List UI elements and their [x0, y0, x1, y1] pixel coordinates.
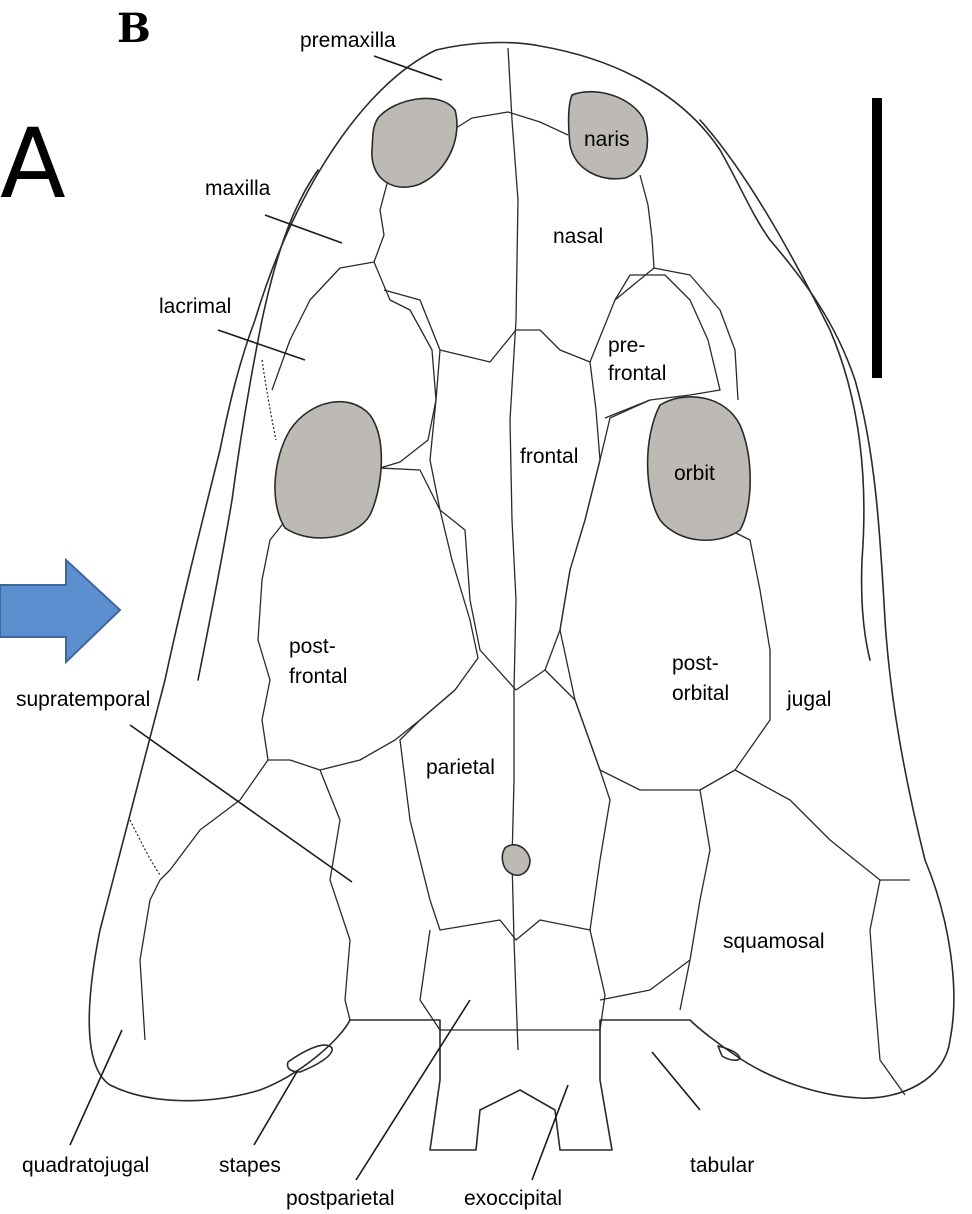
leader-maxilla — [265, 215, 342, 243]
postparietal-suture — [420, 930, 605, 1030]
label-stapes: stapes — [219, 1154, 281, 1177]
label-frontal: frontal — [520, 445, 578, 468]
label-postorbital-line1: post- — [672, 652, 719, 675]
label-nasal: nasal — [553, 225, 603, 248]
supratemporal-inner-suture — [320, 770, 350, 1020]
jugal-boundary — [735, 770, 910, 880]
right-frontal-boundary — [516, 362, 600, 690]
right-margin-line — [700, 120, 870, 660]
leader-premaxilla — [374, 56, 442, 80]
midline-suture — [508, 48, 518, 1050]
label-exoccipital: exoccipital — [464, 1187, 562, 1210]
label-tabular: tabular — [690, 1154, 754, 1177]
leader-lacrimal — [218, 330, 305, 360]
left-maxilla-suture — [272, 180, 388, 390]
parietal-outline — [400, 670, 610, 940]
label-lacrimal: lacrimal — [159, 295, 231, 318]
label-prefrontal-line1: pre- — [608, 334, 645, 357]
leader-postparietal — [356, 1000, 470, 1180]
label-quadratojugal: quadratojugal — [22, 1154, 149, 1177]
left-naris — [372, 98, 457, 187]
label-postfrontal-line1: post- — [289, 635, 336, 658]
label-parietal: parietal — [426, 756, 495, 779]
panel-label-b: B — [117, 5, 151, 52]
supratemporal-outline — [140, 760, 268, 1040]
scale-bar — [872, 98, 882, 378]
left-dotted-line — [262, 360, 276, 440]
label-orbit: orbit — [674, 462, 715, 485]
leader-tabular — [652, 1052, 700, 1110]
tabular-suture — [600, 960, 690, 1000]
leader-supratemporal — [130, 725, 352, 882]
right-stapes-process — [718, 1046, 740, 1060]
left-prefrontal-outline — [374, 262, 436, 468]
leader-stapes — [254, 1070, 298, 1145]
label-naris: naris — [584, 128, 630, 151]
skull-outline — [89, 43, 954, 1150]
label-postorbital-line2: orbital — [672, 682, 729, 705]
squamosal-jugal-suture — [870, 880, 905, 1095]
label-squamosal: squamosal — [723, 930, 825, 953]
pineal-foramen — [502, 845, 530, 875]
quadratojugal-dotted — [130, 820, 160, 875]
label-premaxilla: premaxilla — [300, 29, 396, 52]
label-jugal: jugal — [786, 688, 831, 711]
label-prefrontal-line2: frontal — [608, 362, 666, 385]
blue-arrow-icon — [0, 560, 120, 662]
label-supratemporal: supratemporal — [16, 688, 150, 711]
label-postfrontal-line2: frontal — [289, 665, 347, 688]
label-maxilla: maxilla — [205, 177, 271, 200]
left-orbit — [275, 402, 381, 538]
label-postparietal: postparietal — [286, 1187, 395, 1210]
panel-label-a: A — [0, 108, 66, 220]
squamosal-outline — [680, 790, 710, 1010]
